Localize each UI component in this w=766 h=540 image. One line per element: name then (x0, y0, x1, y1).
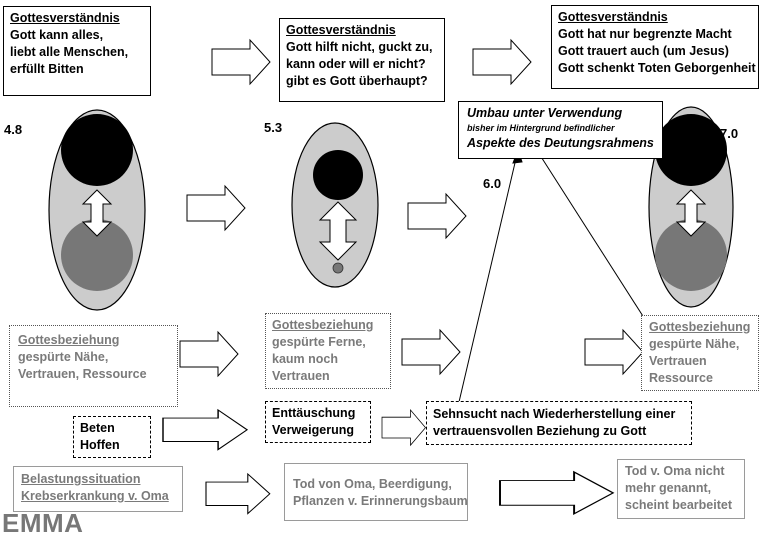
box-line: Vertrauen (649, 354, 707, 368)
box-line: liebt alle Menschen, (10, 45, 129, 59)
box-heading: Gottesbeziehung (18, 333, 120, 347)
double-arrow-icon (318, 201, 358, 261)
box-line: Tod von Oma, Beerdigung, (293, 477, 452, 491)
box-heading: Gottesverständnis (286, 23, 396, 37)
box-line: scheint bearbeitet (625, 498, 732, 512)
stage-number-3: 6.0 (483, 176, 502, 191)
stage-number-1: 4.8 (4, 122, 23, 137)
box-line: Sehnsucht nach Wiederherstellung einer (433, 407, 676, 421)
box-heading: Gottesbeziehung (272, 318, 374, 332)
oval-model-7-0 (648, 106, 734, 308)
arrow-icon (179, 331, 239, 377)
box-line: gibt es Gott überhaupt? (286, 74, 428, 88)
gottesbeziehung-box-3: Gottesbeziehung gespürte Nähe, Vertrauen… (641, 315, 759, 391)
box-line: gespürte Nähe, (18, 350, 109, 364)
gottesverstaendnis-box-2: Gottesverständnis Gott hilft nicht, guck… (279, 18, 445, 102)
arrow-icon (401, 329, 461, 375)
box-line: Ressource (649, 371, 713, 385)
arrow-icon (186, 185, 246, 231)
box-heading: Gottesbeziehung (649, 320, 751, 334)
box-line: kaum noch (272, 352, 338, 366)
enttaeuschung-box: Enttäuschung Verweigerung (265, 401, 371, 443)
oval-model-4-8 (48, 109, 146, 311)
arrow-icon (584, 329, 644, 375)
box-line: Gott schenkt Toten Geborgenheit (558, 61, 756, 75)
arrow-icon (162, 409, 248, 451)
box-line: gespürte Nähe, (649, 337, 740, 351)
sehnsucht-box: Sehnsucht nach Wiederherstellung einer v… (426, 401, 692, 445)
box-line: Enttäuschung (272, 406, 356, 420)
arrow-icon (381, 409, 426, 446)
box-line: erfüllt Bitten (10, 62, 84, 76)
arrow-icon (472, 39, 532, 85)
stage-number-4: 7.0 (720, 126, 739, 141)
arrow-icon (211, 39, 271, 85)
stage-number-2: 5.3 (264, 120, 283, 135)
gottesbeziehung-box-1: Gottesbeziehung gespürte Nähe, Vertrauen… (9, 325, 178, 407)
arrow-icon (205, 473, 271, 515)
beten-box: Beten Hoffen (73, 416, 151, 458)
box-line: Vertrauen, Ressource (18, 367, 147, 381)
case-title: EMMA (2, 508, 84, 538)
box-line: Tod v. Oma nicht (625, 464, 725, 478)
box-line: Hoffen (80, 438, 120, 452)
oval-model-5-3 (291, 122, 379, 288)
box-line: Gott hilft nicht, guckt zu, (286, 40, 433, 54)
umbau-box: Umbau unter Verwendung bisher im Hinterg… (458, 101, 663, 159)
box-line: Krebserkrankung v. Oma (21, 489, 169, 503)
box-line: gespürte Ferne, (272, 335, 366, 349)
gottesverstaendnis-box-1: Gottesverständnis Gott kann alles, liebt… (3, 6, 151, 96)
double-arrow-icon (81, 189, 113, 237)
box-line: Gott hat nur begrenzte Macht (558, 27, 732, 41)
umbau-line: bisher im Hintergrund befindlicher (467, 123, 615, 133)
box-line: Beten (80, 421, 115, 435)
belastung-box-3: Tod v. Oma nicht mehr genannt, scheint b… (617, 459, 745, 519)
double-arrow-icon (675, 189, 707, 237)
box-line: Verweigerung (272, 423, 354, 437)
box-line: kann oder will er nicht? (286, 57, 426, 71)
box-line: mehr genannt, (625, 481, 712, 495)
arrow-icon (407, 193, 467, 239)
gottesverstaendnis-box-3: Gottesverständnis Gott hat nur begrenzte… (551, 5, 759, 89)
box-line: Vertrauen (272, 369, 330, 383)
box-line: Gott kann alles, (10, 28, 104, 42)
box-line: Gott trauert auch (um Jesus) (558, 44, 729, 58)
box-heading: Belastungssituation (21, 472, 141, 486)
box-heading: Gottesverständnis (10, 11, 120, 25)
belastung-box-2: Tod von Oma, Beerdigung, Pflanzen v. Eri… (284, 463, 468, 521)
belastung-box-1: Belastungssituation Krebserkrankung v. O… (13, 466, 183, 512)
box-line: vertrauensvollen Beziehung zu Gott (433, 424, 647, 438)
box-heading: Gottesverständnis (558, 10, 668, 24)
arrow-icon (499, 471, 615, 515)
umbau-line: Umbau unter Verwendung (467, 106, 623, 120)
umbau-line: Aspekte des Deutungsrahmens (467, 136, 654, 150)
gottesbeziehung-box-2: Gottesbeziehung gespürte Ferne, kaum noc… (265, 313, 391, 389)
box-line: Pflanzen v. Erinnerungsbaum (293, 494, 468, 508)
